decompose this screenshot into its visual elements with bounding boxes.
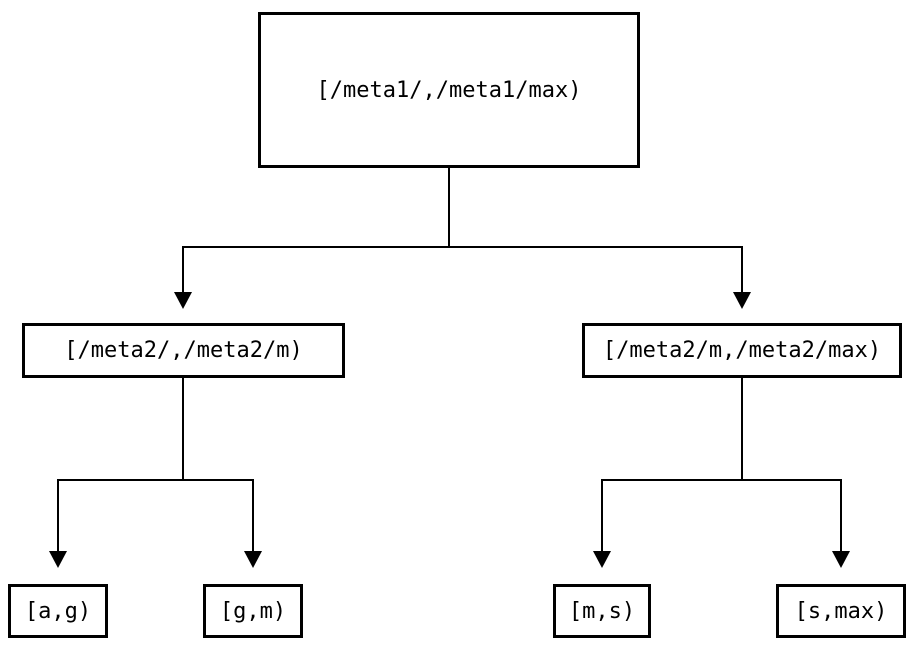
arrowheads-right-leaves (593, 551, 850, 568)
arrow-down-icon (244, 551, 262, 568)
arrow-down-icon (174, 292, 192, 309)
node-root-range: [/meta1/,/meta1/max) (258, 12, 640, 168)
edge-left-to-leaves (57, 378, 254, 552)
node-leaf-gm-label: [g,m) (219, 598, 287, 624)
node-right-range: [/meta2/m,/meta2/max) (582, 323, 902, 378)
arrow-down-icon (733, 292, 751, 309)
node-leaf-ms: [m,s) (553, 584, 651, 638)
arrow-down-icon (593, 551, 611, 568)
node-right-label: [/meta2/m,/meta2/max) (602, 338, 882, 363)
node-root-label: [/meta1/,/meta1/max) (316, 77, 582, 103)
node-leaf-ag: [a,g) (8, 584, 108, 638)
arrowheads-level2 (174, 292, 751, 309)
node-left-range: [/meta2/,/meta2/m) (22, 323, 345, 378)
arrowheads-left-leaves (49, 551, 262, 568)
node-leaf-ms-label: [m,s) (568, 598, 636, 624)
edge-root-to-level2 (182, 168, 743, 293)
arrow-down-icon (832, 551, 850, 568)
edge-right-to-leaves (601, 378, 842, 552)
node-leaf-ag-label: [a,g) (24, 598, 92, 624)
arrow-down-icon (49, 551, 67, 568)
node-left-label: [/meta2/,/meta2/m) (64, 338, 303, 363)
node-leaf-gm: [g,m) (203, 584, 303, 638)
node-leaf-smax-label: [s,max) (794, 598, 888, 624)
node-leaf-smax: [s,max) (776, 584, 906, 638)
